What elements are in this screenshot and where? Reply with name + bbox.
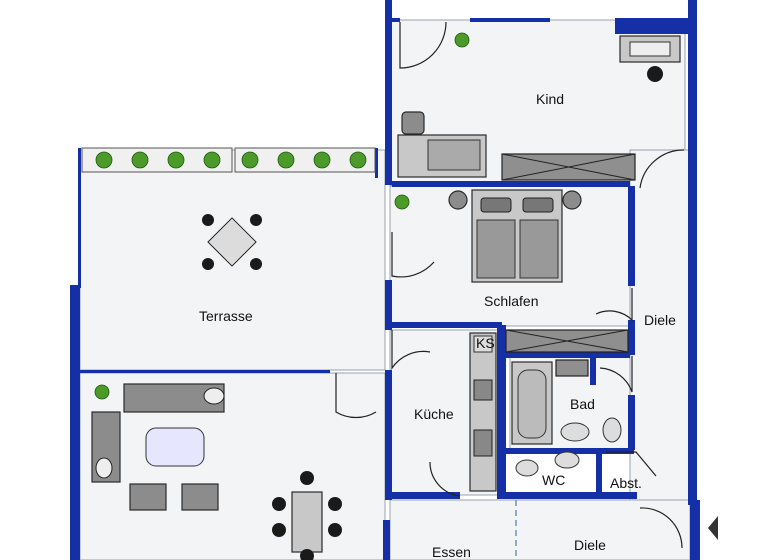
- bathtub: [511, 359, 589, 445]
- wardrobe: [501, 153, 636, 181]
- room-label-diele-lower: Diele: [574, 537, 606, 553]
- terrace-table: [202, 214, 262, 270]
- room-label-wc: WC: [542, 472, 565, 488]
- room-label-diele-upper: Diele: [644, 312, 676, 328]
- fridge-label: KS: [476, 335, 495, 351]
- room-label-bad: Bad: [570, 396, 595, 412]
- sofa: [91, 383, 225, 483]
- room-label-kueche: Küche: [414, 406, 454, 422]
- double-bed: [448, 189, 582, 283]
- walls: [70, 0, 700, 560]
- wardrobe-bedroom: [505, 329, 629, 353]
- kitchen-counter: KS: [469, 332, 497, 492]
- chevron-left-icon[interactable]: [708, 516, 718, 540]
- room-label-schlafen: Schlafen: [484, 293, 538, 309]
- room-label-essen: Essen: [432, 544, 471, 560]
- desk: [619, 35, 681, 82]
- plant-box: [81, 147, 376, 173]
- room-label-kind: Kind: [536, 91, 564, 107]
- child-bed: [397, 111, 487, 178]
- dining-table: [272, 471, 342, 560]
- armchairs: [129, 483, 219, 511]
- coffee-table: [145, 427, 205, 467]
- bath-fixtures: [515, 417, 622, 477]
- door-swings: [335, 21, 685, 560]
- room-label-terrasse: Terrasse: [199, 308, 253, 324]
- plant-icon: [94, 32, 470, 400]
- room-label-abst: Abst.: [610, 475, 642, 491]
